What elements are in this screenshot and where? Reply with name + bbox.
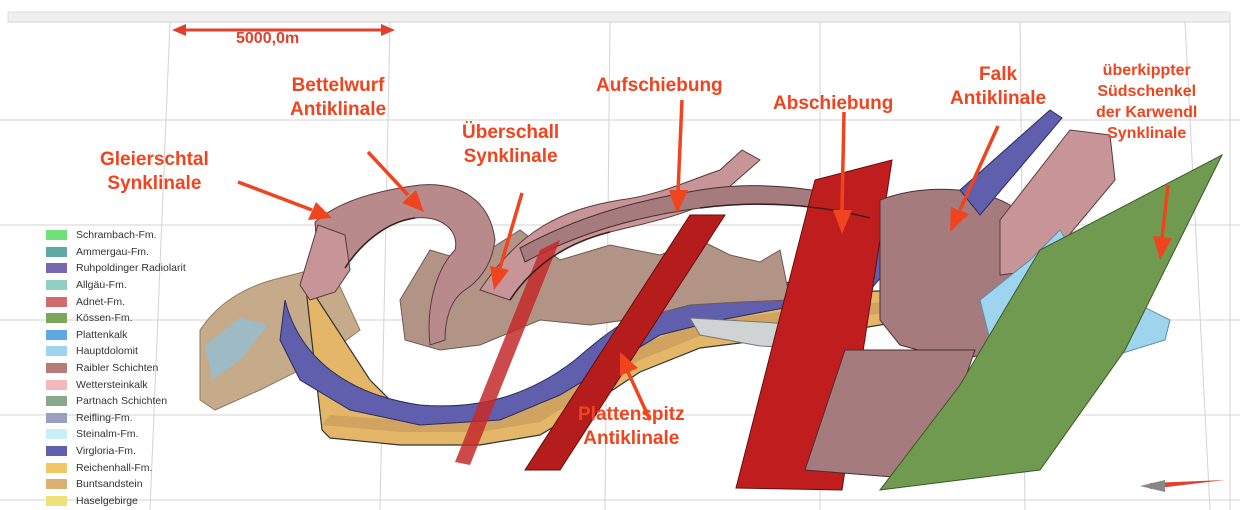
legend-swatch: [46, 363, 67, 373]
legend-label: Buntsandstein: [76, 478, 143, 490]
label-falk-antiklinale: Falk Antiklinale: [950, 63, 1046, 111]
legend-item: Wettersteinkalk: [46, 376, 196, 393]
legend-label: Ammergau-Fm.: [76, 246, 149, 258]
legend-label: Kössen-Fm.: [76, 312, 133, 324]
label-karwendl-synklinale: überkippter Südschenkel der Karwendl Syn…: [1096, 60, 1197, 144]
legend-label: Haselgebirge: [76, 495, 138, 507]
label-gleierschtal-synklinale: Gleierschtal Synklinale: [100, 148, 209, 196]
legend-item: Reifling-Fm.: [46, 410, 196, 427]
legend-item: Adnet-Fm.: [46, 293, 196, 310]
legend-item: Buntsandstein: [46, 476, 196, 493]
legend-label: Virgloria-Fm.: [76, 445, 136, 457]
legend-swatch: [46, 313, 67, 323]
legend-label: Steinalm-Fm.: [76, 428, 138, 440]
legend-swatch: [46, 346, 67, 356]
legend-swatch: [46, 446, 67, 456]
legend-label: Adnet-Fm.: [76, 296, 125, 308]
legend-item: Haselgebirge: [46, 493, 196, 510]
legend-item: Hauptdolomit: [46, 343, 196, 360]
legend-label: Partnach Schichten: [76, 395, 167, 407]
legend-label: Reichenhall-Fm.: [76, 462, 152, 474]
legend-swatch: [46, 380, 67, 390]
legend-swatch: [46, 413, 67, 423]
legend-label: Ruhpoldinger Radiolarit: [76, 262, 186, 274]
legend-label: Wettersteinkalk: [76, 379, 148, 391]
label-abschiebung: Abschiebung: [773, 92, 893, 116]
legend-swatch: [46, 230, 67, 240]
legend-swatch: [46, 463, 67, 473]
legend-item: Steinalm-Fm.: [46, 426, 196, 443]
legend-label: Schrambach-Fm.: [76, 229, 157, 241]
legend-swatch: [46, 280, 67, 290]
legend-swatch: [46, 396, 67, 406]
legend-item: Partnach Schichten: [46, 393, 196, 410]
label-ueberschall-synklinale: Überschall Synklinale: [462, 121, 559, 169]
legend-swatch: [46, 479, 67, 489]
legend-swatch: [46, 429, 67, 439]
legend-item: Reichenhall-Fm.: [46, 459, 196, 476]
legend-item: Allgäu-Fm.: [46, 277, 196, 294]
legend-item: Raibler Schichten: [46, 360, 196, 377]
legend-item: Kössen-Fm.: [46, 310, 196, 327]
north-arrow-icon: [1140, 480, 1225, 492]
legend-label: Hauptdolomit: [76, 345, 138, 357]
legend-item: Plattenkalk: [46, 327, 196, 344]
formation-legend: Schrambach-Fm. Ammergau-Fm. Ruhpoldinger R…: [46, 227, 196, 509]
legend-label: Reifling-Fm.: [76, 412, 133, 424]
label-bettelwurf-antiklinale: Bettelwurf Antiklinale: [290, 74, 386, 122]
legend-label: Plattenkalk: [76, 329, 127, 341]
legend-swatch: [46, 330, 67, 340]
scale-bar-label: 5000,0m: [236, 30, 299, 48]
legend-label: Allgäu-Fm.: [76, 279, 127, 291]
label-aufschiebung: Aufschiebung: [596, 74, 723, 98]
legend-swatch: [46, 263, 67, 273]
legend-swatch: [46, 496, 67, 506]
legend-item: Schrambach-Fm.: [46, 227, 196, 244]
legend-item: Virgloria-Fm.: [46, 443, 196, 460]
legend-swatch: [46, 247, 67, 257]
legend-swatch: [46, 297, 67, 307]
label-plattenspitz-antiklinale: Plattenspitz Antiklinale: [578, 403, 685, 451]
legend-item: Ammergau-Fm.: [46, 244, 196, 261]
gleierschtal-fold: [300, 225, 350, 300]
legend-label: Raibler Schichten: [76, 362, 158, 374]
legend-item: Ruhpoldinger Radiolarit: [46, 260, 196, 277]
